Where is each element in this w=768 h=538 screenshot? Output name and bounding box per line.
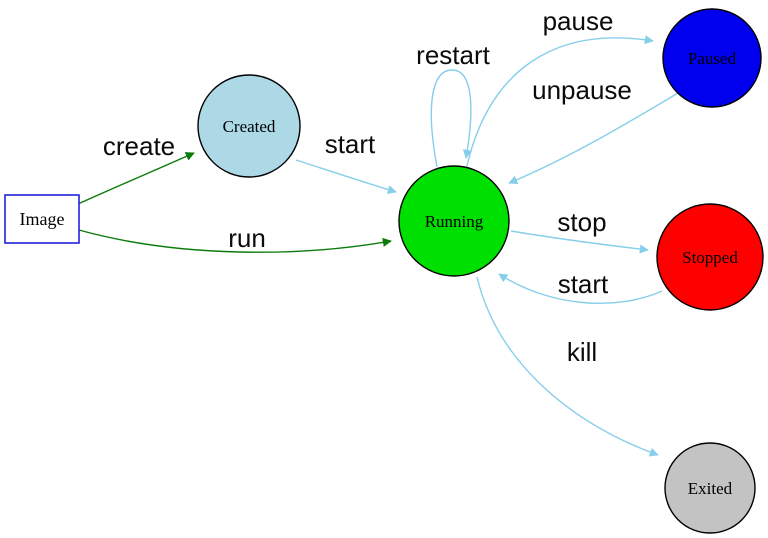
edge-restart-self-loop bbox=[430, 69, 472, 168]
node-stopped-label: Stopped bbox=[682, 248, 738, 267]
image-box bbox=[4, 194, 80, 244]
node-exited-label: Exited bbox=[688, 479, 733, 498]
node-created: Created bbox=[197, 74, 301, 178]
edge-restart-label: restart bbox=[416, 40, 490, 70]
edge-run-label: run bbox=[228, 223, 266, 253]
edge-kill bbox=[476, 276, 659, 457]
node-paused: Paused bbox=[662, 8, 762, 108]
node-running: Running bbox=[398, 165, 510, 277]
edge-stop-label: stop bbox=[557, 207, 606, 237]
running-circle bbox=[398, 165, 510, 277]
paused-circle bbox=[662, 8, 762, 108]
edge-kill-label: kill bbox=[567, 337, 597, 367]
edge-start-created-running bbox=[295, 159, 397, 194]
node-image: Image bbox=[4, 194, 80, 244]
node-paused-label: Paused bbox=[688, 49, 737, 68]
created-circle bbox=[197, 74, 301, 178]
node-running-label: Running bbox=[425, 212, 484, 231]
edge-unpause-label: unpause bbox=[532, 75, 632, 105]
edge-pause bbox=[465, 35, 654, 171]
edge-unpause bbox=[508, 92, 679, 185]
node-created-label: Created bbox=[223, 117, 276, 136]
edges bbox=[77, 35, 679, 457]
edge-start-stopped-label: start bbox=[558, 269, 609, 299]
exited-circle bbox=[664, 442, 756, 534]
node-stopped: Stopped bbox=[656, 203, 764, 311]
edge-create bbox=[77, 152, 195, 205]
stopped-circle bbox=[656, 203, 764, 311]
edge-start-created-label: start bbox=[325, 129, 376, 159]
nodes: Image Created Running Paused Stopped Exi bbox=[4, 8, 764, 534]
edge-stop bbox=[510, 230, 649, 254]
node-image-label: Image bbox=[20, 209, 65, 229]
edge-pause-label: pause bbox=[543, 6, 614, 36]
edge-start-stopped-running bbox=[498, 273, 663, 304]
edge-run bbox=[78, 229, 392, 253]
edge-labels: create run start restart pause unpause s… bbox=[103, 6, 632, 367]
edge-create-label: create bbox=[103, 131, 175, 161]
node-exited: Exited bbox=[664, 442, 756, 534]
